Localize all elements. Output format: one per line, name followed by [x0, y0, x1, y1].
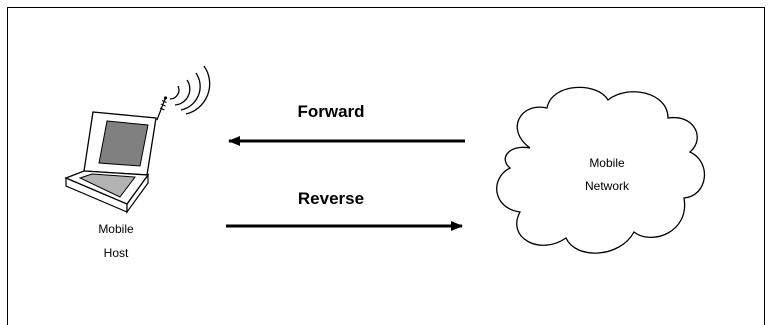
laptop-with-antenna-icon — [64, 65, 211, 214]
host-label-line2: Host — [104, 246, 129, 260]
network-label-line2: Network — [585, 179, 630, 193]
network-label-line1: Mobile — [589, 156, 625, 170]
laptop-keyboard — [78, 173, 136, 198]
diagram-frame — [7, 7, 765, 325]
antenna-icon — [156, 96, 168, 121]
cloud-icon — [496, 86, 705, 254]
laptop-screen — [98, 120, 149, 167]
host-label-line1: Mobile — [98, 222, 134, 236]
forward-label: Forward — [297, 102, 364, 121]
reverse-label: Reverse — [298, 189, 364, 208]
radio-waves-icon — [169, 65, 211, 115]
